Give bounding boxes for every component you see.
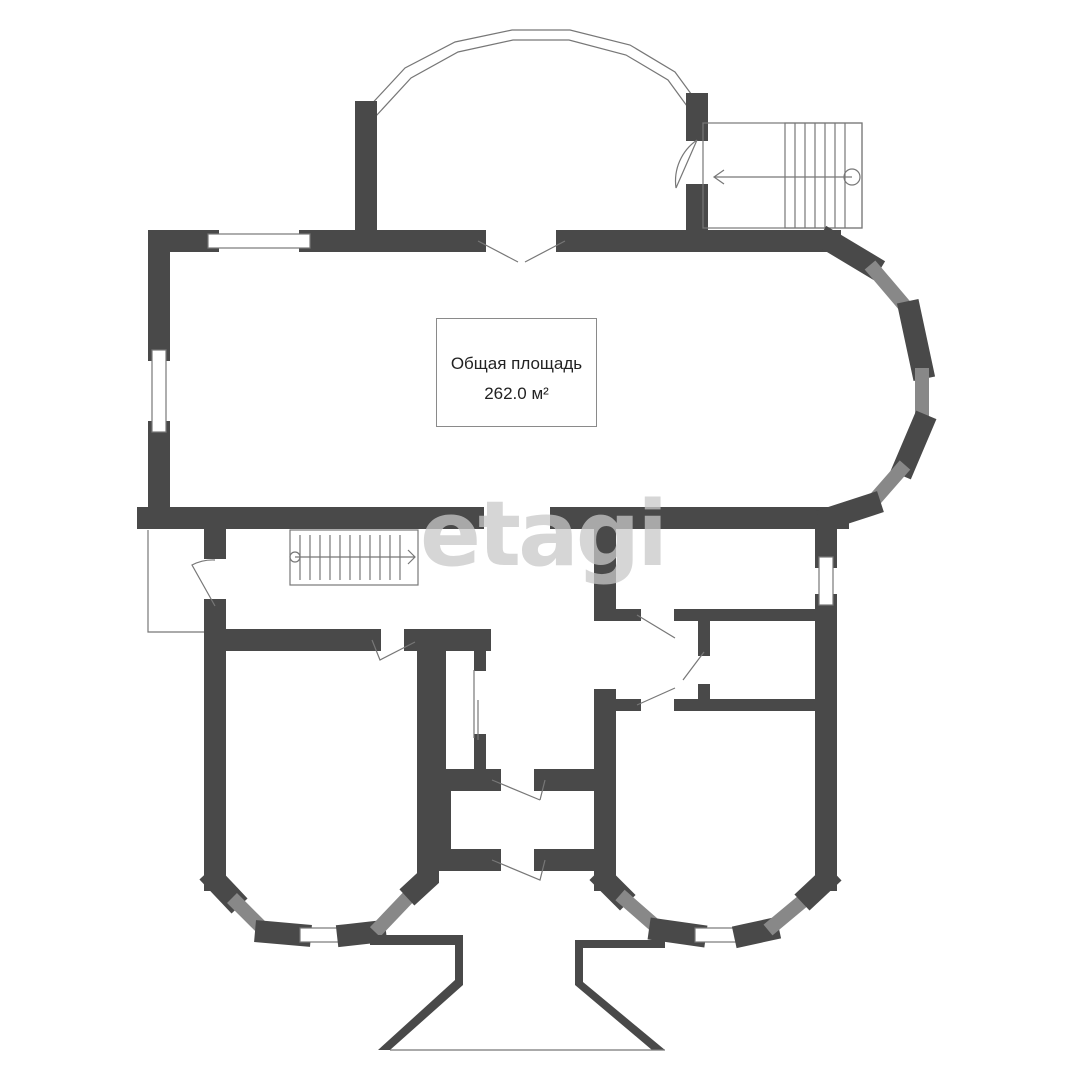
area-value: 262.0 м²: [484, 384, 549, 403]
center-rooms: [429, 509, 616, 891]
lower-right-room: [589, 864, 842, 949]
main-hall-walls: [137, 225, 937, 532]
side-entry: [147, 519, 226, 891]
interior-stairs: [289, 529, 419, 586]
exterior-stairs: [702, 122, 863, 229]
watermark: etagi: [420, 482, 668, 587]
lower-left-room: [199, 629, 491, 948]
small-rooms: [609, 517, 837, 891]
area-label: Общая площадь 262.0 м²: [436, 318, 597, 427]
porch: [370, 935, 665, 1051]
area-title: Общая площадь: [450, 354, 583, 373]
top-bay: [355, 29, 708, 242]
